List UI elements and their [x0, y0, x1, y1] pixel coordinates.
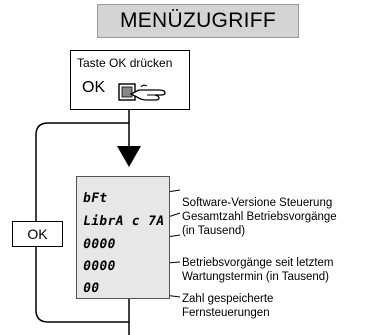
- hand-pressing-button-icon: [117, 80, 169, 111]
- description-total-operations: Gesamtzahl Betriebsvorgänge (in Tausend): [182, 211, 337, 237]
- description-operations-since-service: Betriebsvorgänge seit letztem Wartungste…: [182, 257, 334, 283]
- display-line-total-operations: 0000: [81, 237, 117, 252]
- description-software-version: Software-Versione Steuerung: [182, 197, 333, 209]
- ok-button[interactable]: OK: [12, 221, 63, 247]
- ok-key-label: OK: [82, 79, 106, 96]
- display-line-library: LibrA c 7A: [81, 214, 166, 229]
- lcd-display: bFt LibrA c 7A 0000 0000 00: [76, 176, 170, 299]
- display-line-software: bFt: [81, 191, 109, 206]
- display-line-operations-since-service: 0000: [81, 259, 117, 274]
- menu-access-title: MENÜZUGRIFF: [97, 4, 299, 38]
- instruction-box: Taste OK drücken OK: [70, 50, 190, 110]
- down-arrow-icon: [117, 146, 141, 167]
- description-stored-remotes: Zahl gespeicherte Fernsteuerungen: [182, 293, 274, 319]
- display-line-stored-remotes: 00: [81, 281, 101, 296]
- instruction-text: Taste OK drücken: [77, 56, 173, 70]
